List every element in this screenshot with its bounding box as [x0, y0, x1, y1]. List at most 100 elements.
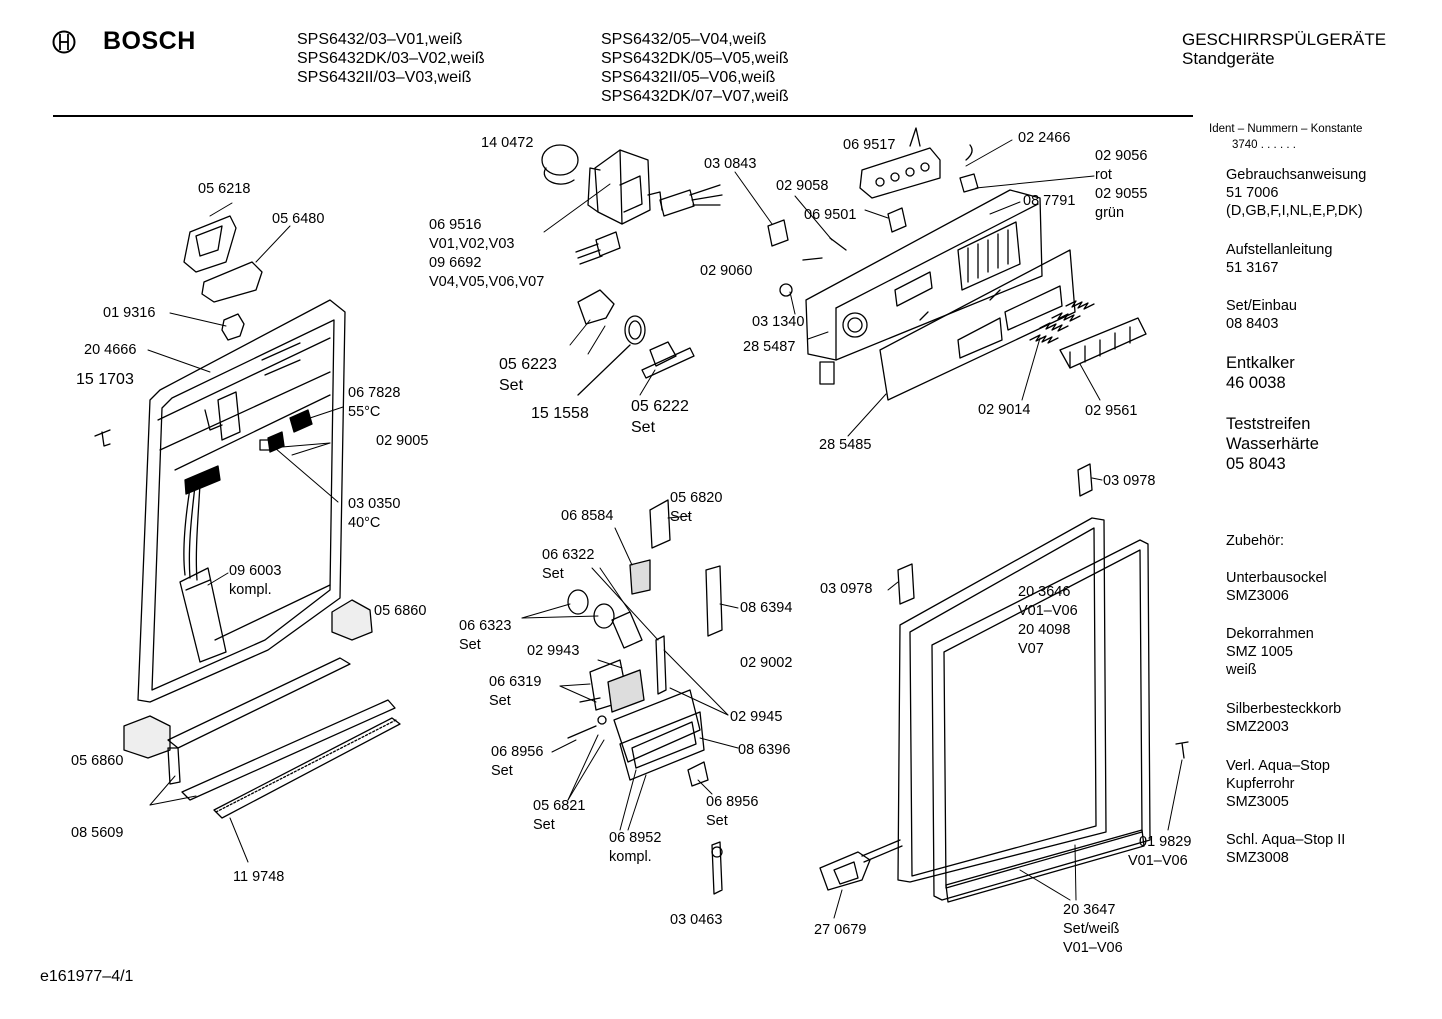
- part-label: Set: [670, 509, 692, 525]
- part-label: 40°C: [348, 515, 381, 531]
- part-label: Set: [631, 419, 656, 436]
- clip-part: [897, 563, 915, 605]
- clip-part: [959, 144, 979, 193]
- part-label: 05 6480: [272, 211, 325, 227]
- part-label: 06 7828: [348, 385, 401, 401]
- part-label: 28 5485: [819, 437, 872, 453]
- part-label: 06 6323: [459, 618, 512, 634]
- sidebar-line: weiß: [1226, 662, 1257, 678]
- part-label: 05 6223: [499, 356, 557, 373]
- washer-part: [779, 283, 793, 297]
- part-label: 20 3647: [1063, 902, 1116, 918]
- corner-block: [123, 715, 171, 759]
- models-column-2: SPS6432/05–V04,weiß SPS6432DK/05–V05,wei…: [601, 30, 789, 106]
- sidebar-line: 51 3167: [1226, 260, 1279, 276]
- leader-lines-lower: [521, 515, 739, 831]
- model-line: SPS6432II/03–V03,weiß: [297, 69, 472, 86]
- part-label: 14 0472: [481, 135, 534, 151]
- dial-assembly: [569, 289, 695, 396]
- part-label: 06 6322: [542, 547, 595, 563]
- part-label: 27 0679: [814, 922, 867, 938]
- latch-assembly: [567, 499, 723, 895]
- part-label: Set: [706, 813, 728, 829]
- connector-part: [767, 219, 789, 247]
- model-line: SPS6432DK/03–V02,weiß: [297, 50, 485, 67]
- led-bracket: [859, 127, 941, 199]
- part-label: 03 0978: [1103, 473, 1156, 489]
- model-line: SPS6432DK/07–V07,weiß: [601, 88, 789, 105]
- model-line: SPS6432DK/05–V05,weiß: [601, 50, 789, 67]
- ident-value: 3740 . . . . . .: [1232, 139, 1296, 151]
- model-line: SPS6432/03–V01,weiß: [297, 31, 463, 48]
- part-label: 01 9829: [1139, 834, 1192, 850]
- bottom-bracket: [819, 839, 903, 891]
- part-label: 05 6218: [198, 181, 251, 197]
- sidebar-line: Dekorrahmen: [1226, 626, 1314, 642]
- part-label: 20 3646: [1018, 584, 1071, 600]
- button-dividers: [1069, 326, 1131, 369]
- part-label: Set: [499, 377, 524, 394]
- part-label: 28 5487: [743, 339, 796, 355]
- part-label: 20 4098: [1018, 622, 1071, 638]
- part-label: 02 9056: [1095, 148, 1148, 164]
- category-title: GESCHIRRSPÜLGERÄTE: [1182, 30, 1387, 49]
- clip-part: [1077, 463, 1093, 497]
- part-label: 03 1340: [752, 314, 805, 330]
- springs: [1029, 300, 1095, 344]
- part-label: 02 9014: [978, 402, 1031, 418]
- sidebar-line: 08 8403: [1226, 316, 1279, 332]
- sidebar-line: Aufstellanleitung: [1226, 242, 1333, 258]
- part-label: 15 1558: [531, 405, 589, 422]
- part-label: 02 9060: [700, 263, 753, 279]
- sidebar-line: 51 7006: [1226, 185, 1279, 201]
- sidebar-line: SMZ3005: [1226, 794, 1289, 810]
- sidebar-line: SMZ3006: [1226, 588, 1289, 604]
- sidebar-line: (D,GB,F,I,NL,E,P,DK): [1226, 203, 1363, 219]
- part-label: Set: [491, 763, 513, 779]
- part-label: 03 0463: [670, 912, 723, 928]
- sidebar-line: SMZ2003: [1226, 719, 1289, 735]
- drawing-id: e161977–4/1: [40, 968, 134, 985]
- outer-door-panel: [897, 517, 1151, 903]
- sidebar-block-descaler: Entkalker 46 0038: [1226, 353, 1295, 393]
- brand-name: BOSCH: [103, 27, 196, 55]
- sidebar-block-frame: Dekorrahmen SMZ 1005 weiß: [1226, 625, 1314, 679]
- part-label: 20 4666: [84, 342, 137, 358]
- part-label: kompl.: [609, 849, 652, 865]
- part-label: 05 6860: [71, 753, 124, 769]
- part-label: 08 5609: [71, 825, 124, 841]
- sidebar-block-set: Set/Einbau 08 8403: [1226, 297, 1297, 333]
- clip-part: [221, 313, 245, 341]
- part-label: Set: [459, 637, 481, 653]
- sidebar-line: Gebrauchsanweisung: [1226, 167, 1367, 183]
- part-label: 08 6396: [738, 742, 791, 758]
- sidebar-line: 46 0038: [1226, 374, 1286, 392]
- part-label: Set: [489, 693, 511, 709]
- part-label: 02 9055: [1095, 186, 1148, 202]
- part-label: 05 6222: [631, 398, 689, 415]
- sidebar-block-plinth: Unterbausockel SMZ3006: [1226, 569, 1327, 605]
- part-label: 05 6821: [533, 798, 586, 814]
- part-label: 03 0978: [820, 581, 873, 597]
- sidebar-line: Schl. Aqua–Stop II: [1226, 832, 1346, 848]
- sidebar-block-installation: Aufstellanleitung 51 3167: [1226, 241, 1332, 277]
- sidebar-line: 05 8043: [1226, 455, 1286, 473]
- sidebar-block-teststrips: Teststreifen Wasserhärte 05 8043: [1226, 414, 1319, 474]
- category-heading: GESCHIRRSPÜLGERÄTE Standgeräte: [1182, 30, 1386, 68]
- part-label: Set/weiß: [1063, 921, 1120, 937]
- part-label: 02 9005: [376, 433, 429, 449]
- part-label: 02 2466: [1018, 130, 1071, 146]
- sidebar-line: Unterbausockel: [1226, 570, 1327, 586]
- sidebar-block-hose: Schl. Aqua–Stop II SMZ3008: [1226, 831, 1345, 867]
- part-label: 06 8956: [491, 744, 544, 760]
- category-subtitle: Standgeräte: [1182, 49, 1275, 68]
- part-label: 06 8584: [561, 508, 614, 524]
- sidebar-line: Kupferrohr: [1226, 776, 1295, 792]
- part-label: 06 6319: [489, 674, 542, 690]
- part-label: 08 7791: [1023, 193, 1076, 209]
- sidebar-line: Verl. Aqua–Stop: [1226, 758, 1330, 774]
- part-label: 03 0843: [704, 156, 757, 172]
- sidebar-line: Wasserhärte: [1226, 435, 1319, 453]
- control-panel: [805, 189, 1076, 401]
